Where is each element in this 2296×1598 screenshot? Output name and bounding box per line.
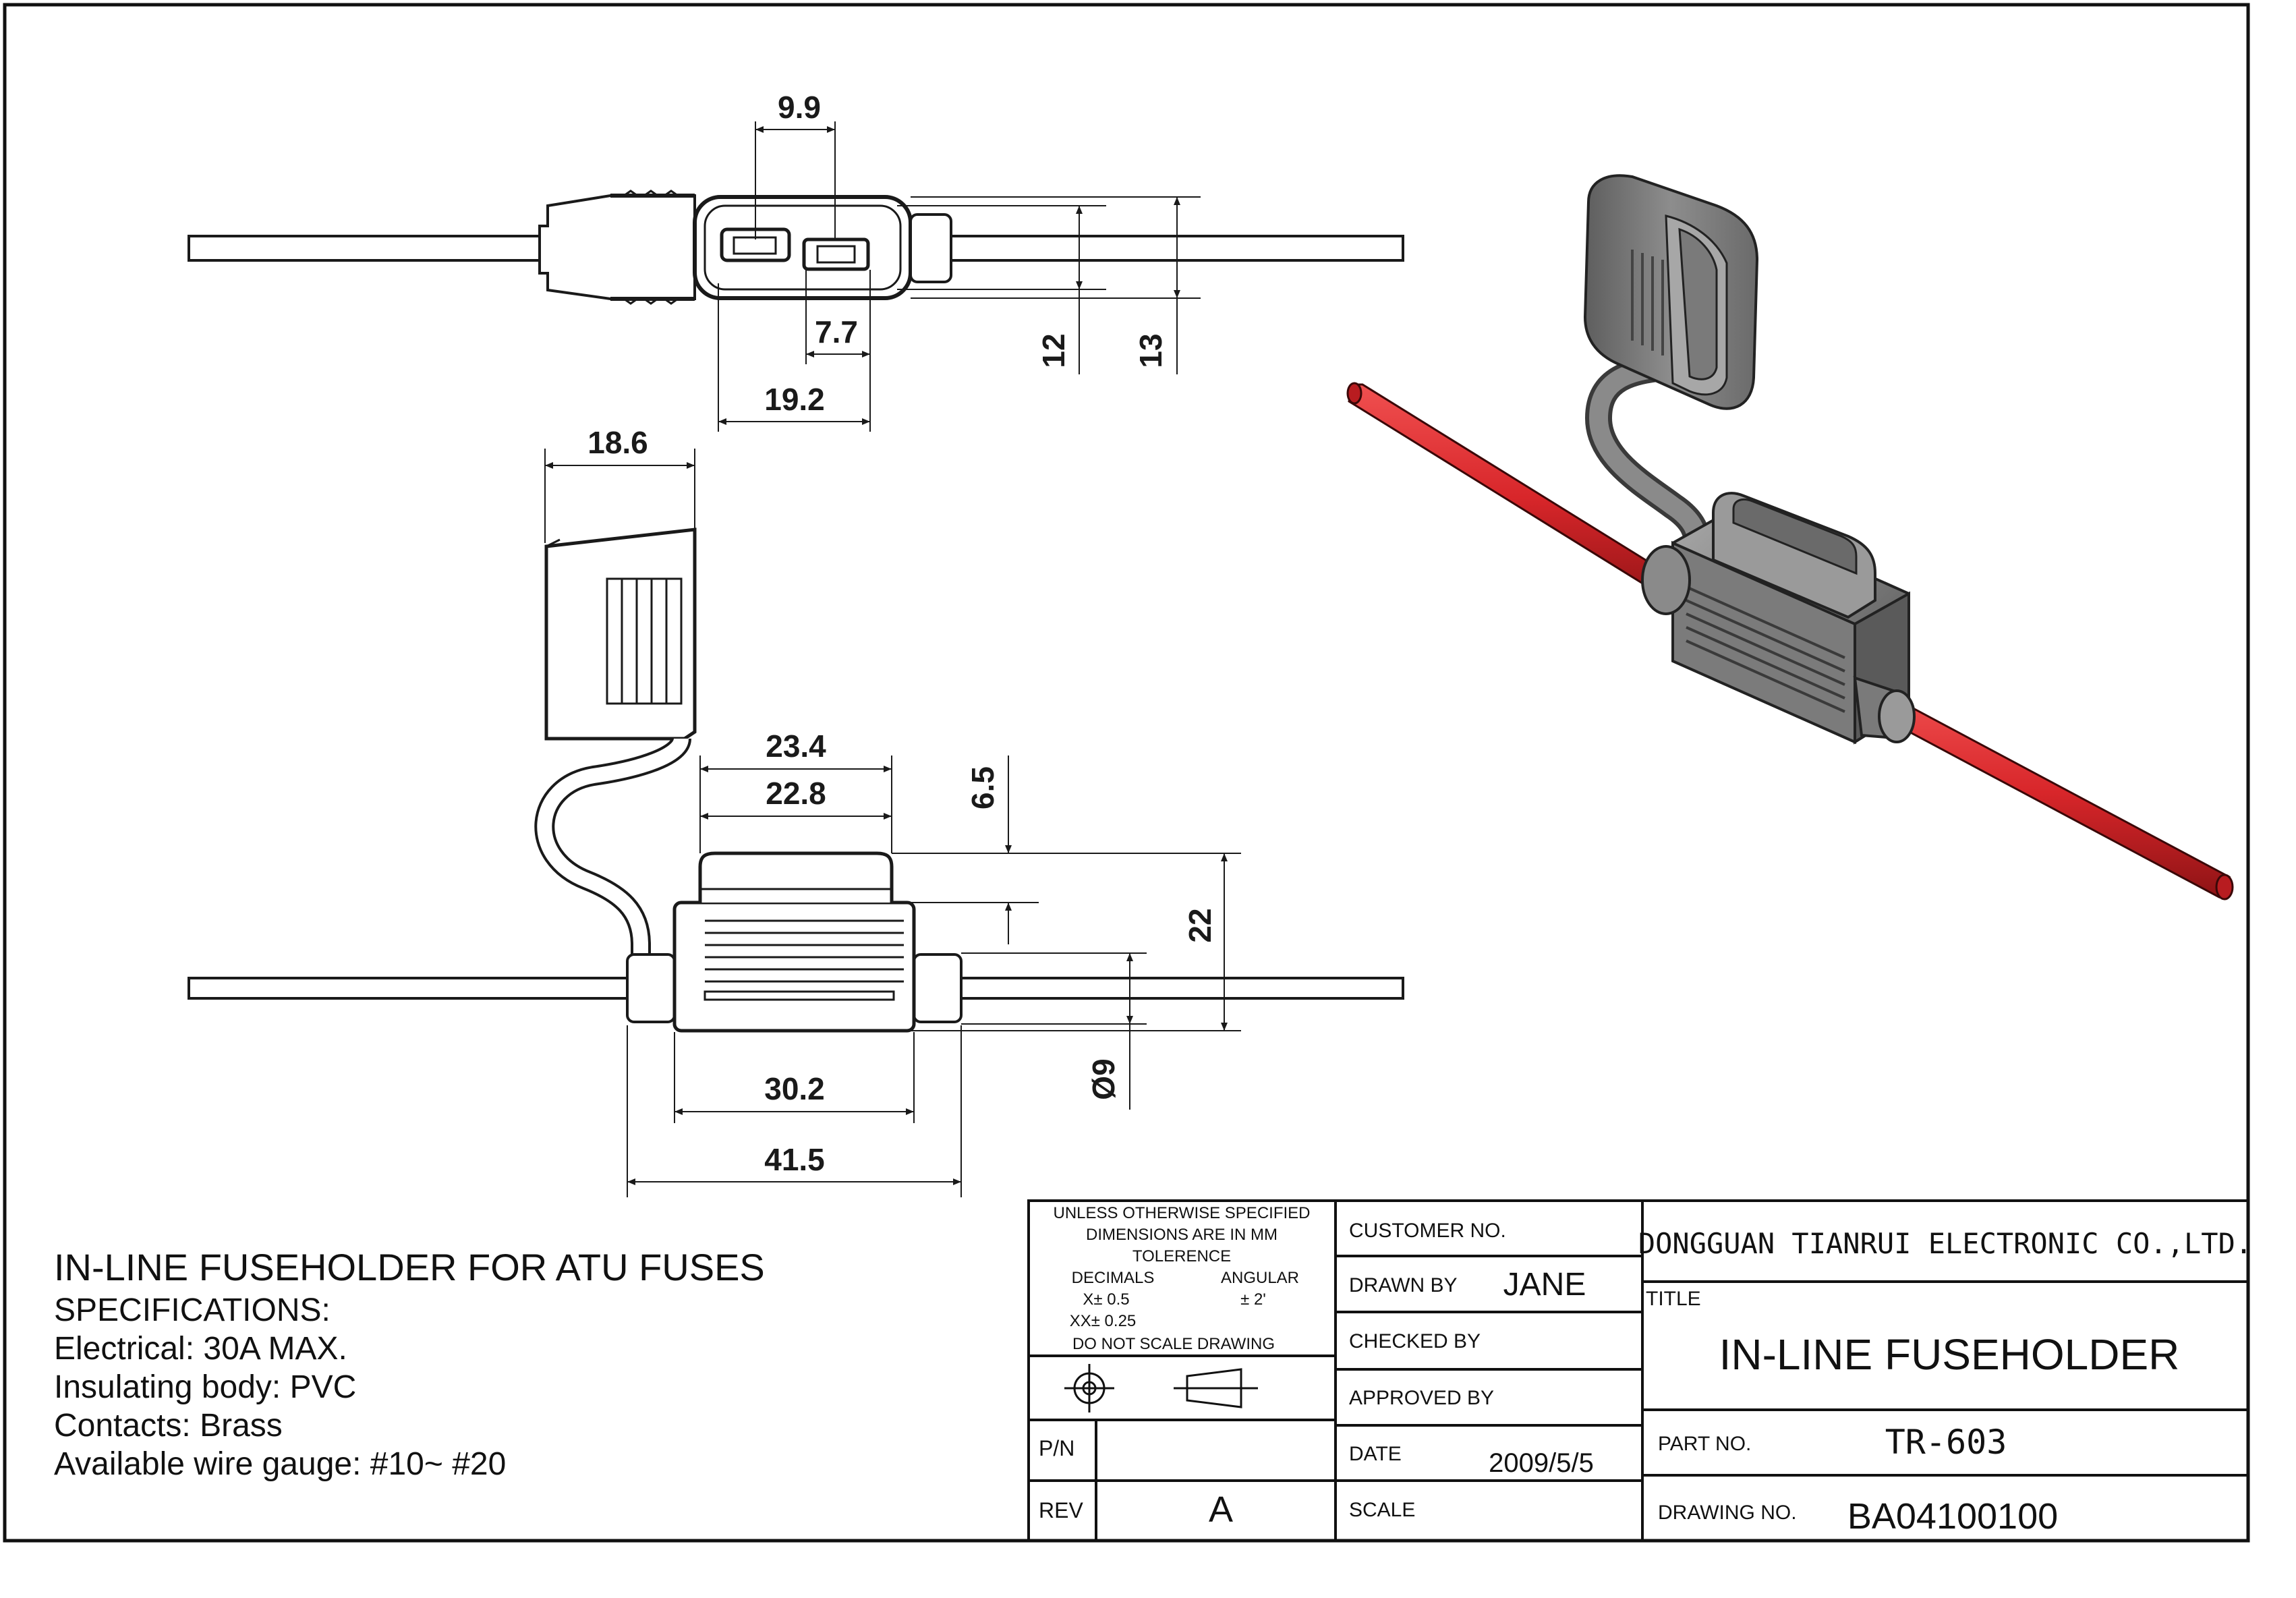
drawing-no-label: DRAWING NO. xyxy=(1658,1502,1797,1524)
svg-text:DECIMALS: DECIMALS xyxy=(1072,1269,1155,1287)
dim-body-length: 30.2 xyxy=(764,1071,825,1106)
top-dimensions xyxy=(718,121,1201,432)
top-view xyxy=(188,190,1404,305)
dim-height-inner: 12 xyxy=(1036,333,1071,368)
dim-blade-gap: 7.7 xyxy=(815,314,858,349)
title-label: TITLE xyxy=(1646,1288,1701,1310)
svg-text:DIMENSIONS ARE IN MM: DIMENSIONS ARE IN MM xyxy=(1086,1226,1278,1244)
pn-label: P/N xyxy=(1039,1436,1074,1460)
top-boot xyxy=(538,194,696,300)
top-end-cap xyxy=(909,213,952,283)
specifications: IN-LINE FUSEHOLDER FOR ATU FUSES SPECIFI… xyxy=(54,1246,765,1482)
render-3d xyxy=(1346,174,2234,901)
company-name: DONGGUAN TIANRUI ELECTRONIC CO.,LTD. xyxy=(1638,1227,2252,1260)
date-label: DATE xyxy=(1349,1443,1402,1465)
spec-heading: SPECIFICATIONS: xyxy=(54,1292,331,1328)
part-value: TR-603 xyxy=(1885,1423,2007,1462)
dim-body-width: 19.2 xyxy=(764,382,825,417)
part-label: PART NO. xyxy=(1658,1433,1751,1455)
side-view xyxy=(188,527,1404,1033)
svg-text:ANGULAR: ANGULAR xyxy=(1221,1269,1299,1287)
rev-value: A xyxy=(1209,1489,1233,1530)
dim-cap-outer: 23.4 xyxy=(766,729,826,764)
checked-label: CHECKED BY xyxy=(1349,1330,1481,1352)
spec-title: IN-LINE FUSEHOLDER FOR ATU FUSES xyxy=(54,1246,765,1288)
approved-label: APPROVED BY xyxy=(1349,1387,1494,1409)
tolerance-notes: UNLESS OTHERWISE SPECIFIED DIMENSIONS AR… xyxy=(1054,1204,1311,1353)
dim-overall-length: 41.5 xyxy=(764,1142,825,1177)
wire-right-3d xyxy=(1864,686,2231,899)
top-wire-left xyxy=(188,235,541,262)
dim-cap-height: 6.5 xyxy=(965,766,1000,809)
side-boot-right xyxy=(913,953,963,1023)
rev-label: REV xyxy=(1039,1498,1083,1522)
side-wire-right xyxy=(960,977,1404,1000)
svg-text:XX± 0.25: XX± 0.25 xyxy=(1070,1312,1137,1330)
dim-total-height: 22 xyxy=(1182,908,1217,942)
spec-line: Insulating body: PVC xyxy=(54,1369,356,1405)
customer-label: CUSTOMER NO. xyxy=(1349,1220,1506,1242)
drawn-value: JANE xyxy=(1503,1267,1586,1303)
dim-cap-inner: 22.8 xyxy=(766,776,826,811)
projection-cone-icon xyxy=(1186,1368,1242,1408)
side-dimensions xyxy=(544,449,1241,1197)
spec-line: Electrical: 30A MAX. xyxy=(54,1331,347,1367)
svg-text:± 2': ± 2' xyxy=(1240,1290,1266,1309)
drawing-title: IN-LINE FUSEHOLDER xyxy=(1719,1330,2180,1379)
side-wire-left xyxy=(188,977,629,1000)
dim-cap-width: 18.6 xyxy=(587,425,648,460)
title-block xyxy=(1027,1199,2249,1542)
side-cap-top xyxy=(698,851,894,903)
date-value: 2009/5/5 xyxy=(1489,1448,1594,1478)
svg-text:X± 0.5: X± 0.5 xyxy=(1083,1290,1129,1309)
side-boot-left xyxy=(626,953,676,1023)
svg-text:DO NOT SCALE DRAWING: DO NOT SCALE DRAWING xyxy=(1072,1335,1275,1353)
scale-label: SCALE xyxy=(1349,1499,1415,1521)
cap-body xyxy=(544,527,697,741)
blade-slot-right xyxy=(802,237,870,271)
drawn-label: DRAWN BY xyxy=(1349,1274,1458,1296)
spec-line: Contacts: Brass xyxy=(54,1408,283,1444)
svg-text:TOLERENCE: TOLERENCE xyxy=(1132,1247,1231,1265)
boot-left-3d xyxy=(1641,545,1691,615)
dim-slot-width: 9.9 xyxy=(778,90,821,125)
dim-height-outer: 13 xyxy=(1133,333,1168,368)
dim-wire-diameter: Ø9 xyxy=(1086,1058,1121,1100)
spec-line: Available wire gauge: #10~ #20 xyxy=(54,1446,506,1482)
drawing-no-value: BA04100100 xyxy=(1847,1496,2058,1537)
svg-text:UNLESS OTHERWISE SPECIFIED: UNLESS OTHERWISE SPECIFIED xyxy=(1054,1204,1311,1222)
